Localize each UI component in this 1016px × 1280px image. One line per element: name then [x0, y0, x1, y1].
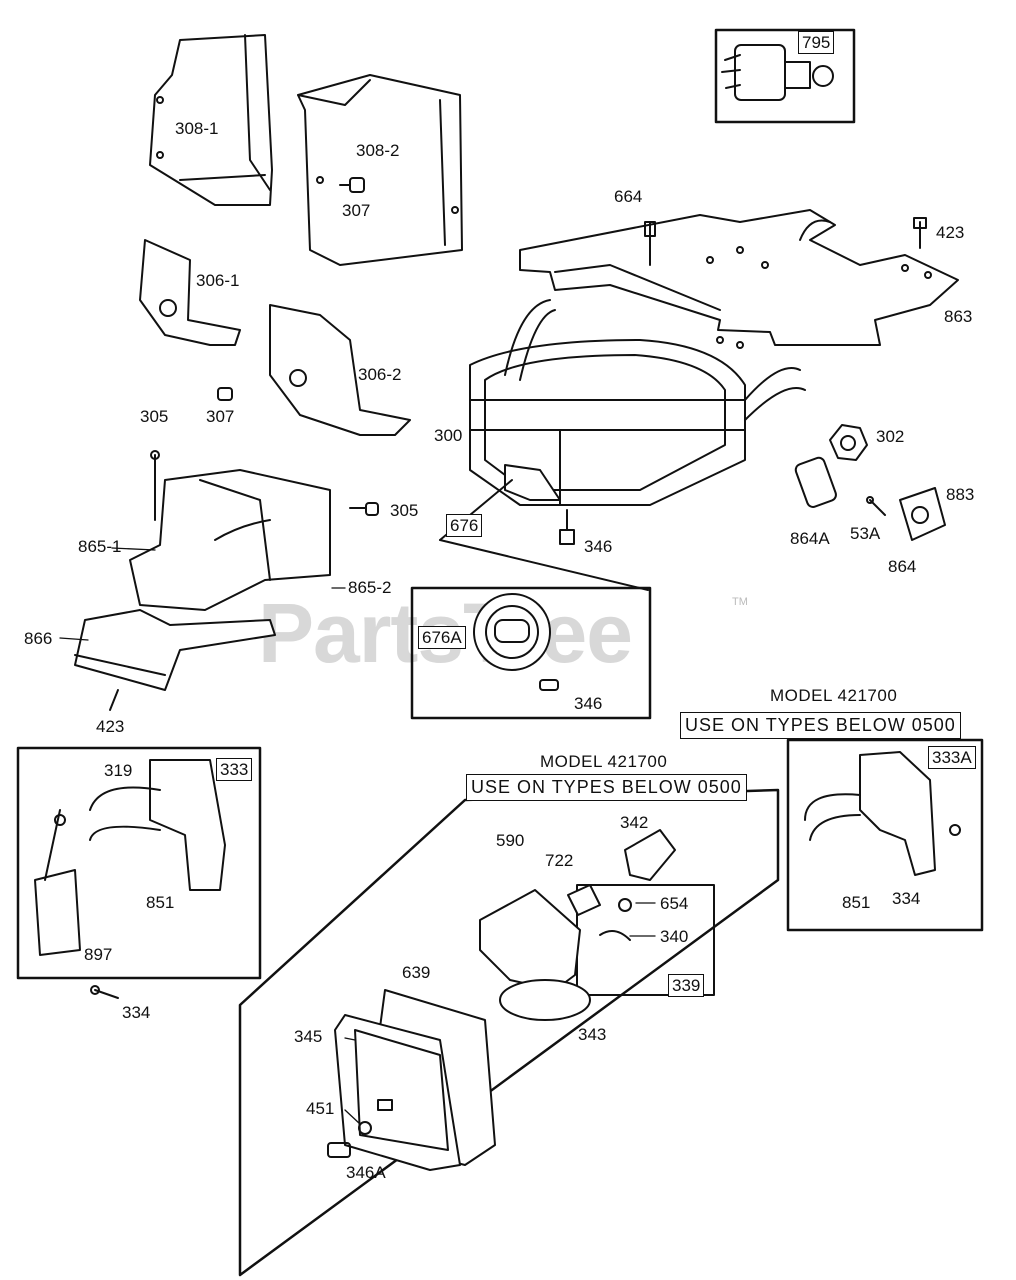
coil-333A [786, 738, 984, 932]
screw-346a [559, 509, 575, 545]
bracket-plate-664 [519, 209, 959, 349]
screw-346A [327, 1142, 351, 1158]
part-label-305b[interactable]: 305 [390, 501, 419, 520]
part-label-664[interactable]: 664 [614, 187, 643, 206]
part-label-53A[interactable]: 53A [850, 524, 881, 543]
model-note-right: USE ON TYPES BELOW 0500 [680, 712, 961, 739]
part-label-676[interactable]: 676 [446, 514, 483, 537]
shroud-308-2 [297, 74, 463, 266]
washer-451 [358, 1121, 372, 1135]
part-label-342[interactable]: 342 [620, 813, 649, 832]
bolt-307a [339, 177, 365, 193]
part-label-300[interactable]: 300 [434, 426, 463, 445]
part-label-451[interactable]: 451 [306, 1099, 335, 1118]
bolt-307b [217, 387, 233, 401]
part-label-343[interactable]: 343 [578, 1025, 607, 1044]
model-note-center: USE ON TYPES BELOW 0500 [466, 774, 747, 801]
part-label-722[interactable]: 722 [545, 851, 574, 870]
part-label-851b[interactable]: 851 [842, 893, 871, 912]
part-label-302[interactable]: 302 [876, 427, 905, 446]
part-label-308-2[interactable]: 308-2 [356, 141, 400, 160]
part-label-307a[interactable]: 307 [342, 201, 371, 220]
part-label-795[interactable]: 795 [798, 31, 835, 54]
part-label-865-2[interactable]: 865-2 [348, 578, 392, 597]
nut-302 [829, 424, 868, 461]
part-label-866[interactable]: 866 [24, 629, 53, 648]
watermark-trademark: TM [732, 596, 748, 608]
fitting-864A [794, 456, 837, 508]
screw-423a [913, 217, 927, 249]
filter-345 [334, 1014, 461, 1171]
model-label-center: MODEL 421700 [540, 752, 668, 771]
bowl-342 [624, 829, 676, 881]
part-label-319[interactable]: 319 [104, 761, 133, 780]
air-cleaner-300 [469, 299, 806, 506]
screw-664 [644, 221, 656, 266]
part-label-654[interactable]: 654 [660, 894, 689, 913]
flange-883 [899, 487, 946, 541]
part-label-883[interactable]: 883 [946, 485, 975, 504]
baffle-306-1 [139, 239, 241, 346]
coil-333 [16, 746, 262, 980]
housing-866 [74, 609, 276, 711]
part-label-305a[interactable]: 305 [140, 407, 169, 426]
part-label-333[interactable]: 333 [216, 758, 253, 781]
part-label-334a[interactable]: 334 [892, 889, 921, 908]
part-label-639[interactable]: 639 [402, 963, 431, 982]
shroud-308-1 [149, 34, 273, 206]
part-label-851a[interactable]: 851 [146, 893, 175, 912]
part-label-306-2[interactable]: 306-2 [358, 365, 402, 384]
part-label-306-1[interactable]: 306-1 [196, 271, 240, 290]
screw-334b [90, 985, 119, 999]
bolt-305b [349, 502, 379, 516]
part-label-865-1[interactable]: 865-1 [78, 537, 122, 556]
part-label-863[interactable]: 863 [944, 307, 973, 326]
part-label-676A[interactable]: 676A [418, 626, 466, 649]
key-switch-795 [714, 28, 856, 124]
part-label-346a[interactable]: 346 [584, 537, 613, 556]
part-label-334b[interactable]: 334 [122, 1003, 151, 1022]
part-label-423a[interactable]: 423 [936, 223, 965, 242]
part-label-339[interactable]: 339 [668, 974, 705, 997]
part-label-590[interactable]: 590 [496, 831, 525, 850]
part-label-897[interactable]: 897 [84, 945, 113, 964]
part-label-308-1[interactable]: 308-1 [175, 119, 219, 138]
part-label-346b[interactable]: 346 [574, 694, 603, 713]
part-label-333A[interactable]: 333A [928, 746, 976, 769]
part-label-340[interactable]: 340 [660, 927, 689, 946]
baffle-306-2 [269, 304, 411, 436]
part-label-346A[interactable]: 346A [346, 1163, 386, 1182]
carb-339 [479, 889, 632, 1021]
model-label-right: MODEL 421700 [770, 686, 898, 705]
part-label-864A[interactable]: 864A [790, 529, 830, 548]
screw-53A [866, 496, 886, 516]
housing-865-1 [129, 450, 331, 611]
part-label-423b[interactable]: 423 [96, 717, 125, 736]
part-label-345[interactable]: 345 [294, 1027, 323, 1046]
plug-722 [567, 884, 601, 916]
cover-676A [410, 586, 652, 720]
part-label-307b[interactable]: 307 [206, 407, 235, 426]
part-label-864[interactable]: 864 [888, 557, 917, 576]
